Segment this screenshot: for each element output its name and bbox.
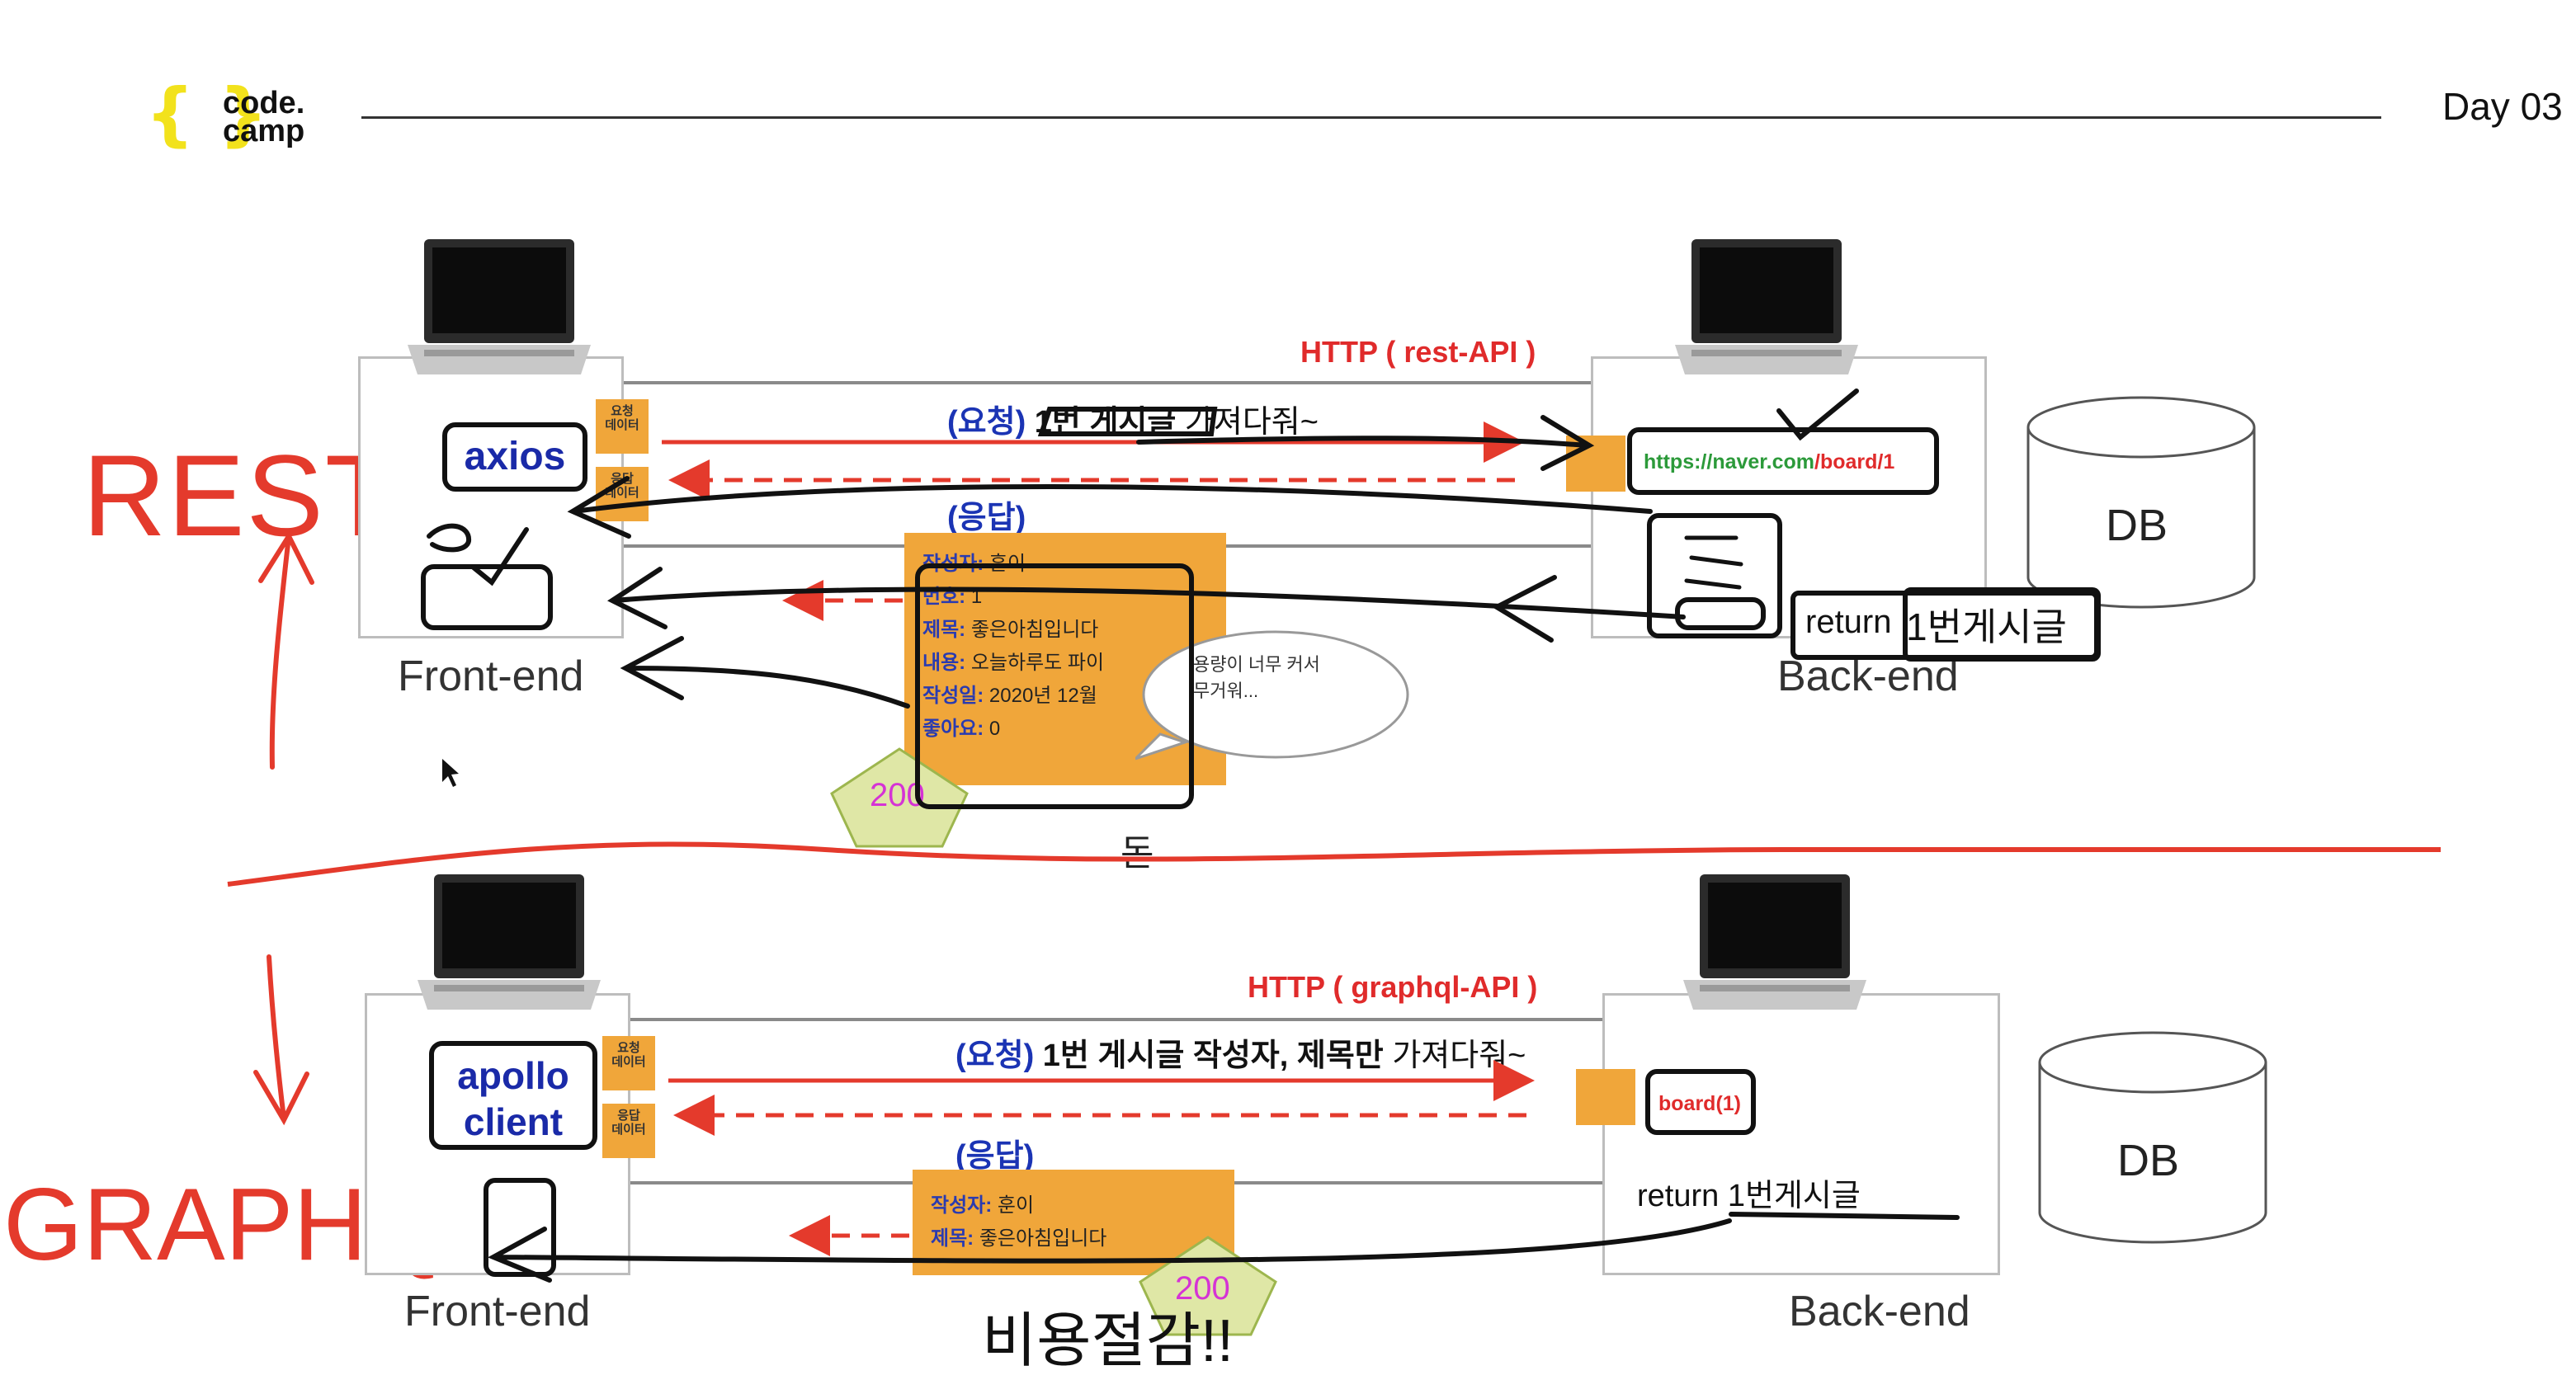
graphql-return-text: return 1번게시글 xyxy=(1637,1179,1861,1213)
rest-response-key: 내용: xyxy=(922,652,966,674)
graphql-http-label: HTTP ( graphql-API ) xyxy=(1248,970,1538,1004)
rest-response-row: 작성일: 2020년 12월 xyxy=(922,680,1226,713)
rest-return-text: return xyxy=(1805,604,1892,640)
rest-bubble-text: 용량이 너무 커서 무거워... xyxy=(1193,654,1320,701)
rest-backend-logic-box xyxy=(1647,513,1782,638)
graphql-db-icon xyxy=(2038,1031,2267,1244)
rest-response-value: 2020년 12월 xyxy=(988,685,1097,707)
rest-backend-chevron xyxy=(1491,575,1557,643)
rest-money-label: 돈 xyxy=(1121,833,1154,874)
rest-return-handdrawn-arrow xyxy=(606,567,1686,629)
graphql-endpoint-box: board(1) xyxy=(1645,1069,1756,1135)
logo-line2: camp xyxy=(223,114,305,148)
graphql-response-key: 제목: xyxy=(931,1227,974,1250)
graphql-apollo-line1: apollo xyxy=(457,1054,569,1097)
graphql-response-row: 제목: 좋은아침입니다 xyxy=(931,1222,1234,1255)
header-divider xyxy=(361,116,2381,119)
graphql-response-value: 좋은아침입니다 xyxy=(979,1227,1107,1250)
rest-axios-pill: axios xyxy=(442,422,587,492)
logo-line1: code. xyxy=(223,86,305,120)
graphql-endpoint: board(1) xyxy=(1658,1092,1741,1115)
logo-brace-icon: { } xyxy=(145,73,268,154)
up-arrow-icon xyxy=(258,530,314,770)
rest-backend-pill xyxy=(1675,597,1766,630)
graphql-response-label: (응답) xyxy=(955,1139,1035,1174)
graphql-response-data-tag: 응답 데이터 xyxy=(602,1104,655,1158)
rest-request-kw: (요청) xyxy=(947,405,1026,440)
graphql-db-label: DB xyxy=(2117,1136,2180,1185)
rest-http-label: HTTP ( rest-API ) xyxy=(1300,335,1536,369)
rest-response-value: 좋은아침입니다 xyxy=(970,619,1099,641)
rest-db-label: DB xyxy=(2106,501,2168,550)
section-divider-stroke xyxy=(227,841,2441,887)
rest-return-highlight xyxy=(1903,587,2101,662)
rest-response-key: 작성일: xyxy=(922,685,984,707)
rest-response-highlight-box xyxy=(915,563,1194,809)
rest-url-prefix: https://naver.com xyxy=(1644,450,1814,473)
graphql-status-code: 200 xyxy=(1175,1270,1230,1307)
rest-top-line xyxy=(624,381,1591,384)
rest-response-handdrawn-arrow xyxy=(567,476,1653,539)
graphql-return-handdrawn-arrow xyxy=(488,1218,1732,1283)
rest-response-row: 내용: 오늘하루도 파이 xyxy=(922,647,1226,680)
rest-status-badge xyxy=(830,747,969,848)
mouse-cursor-icon xyxy=(442,759,459,787)
rest-frontend-doodle-box xyxy=(421,564,553,630)
rest-frontend-label: Front-end xyxy=(398,652,584,700)
graphql-apollo-line2: client xyxy=(463,1100,564,1143)
rest-response-value: 오늘하루도 파이 xyxy=(970,652,1105,674)
rest-response-key: 좋아요: xyxy=(922,718,984,740)
rest-request-handdrawn-arrow xyxy=(1136,415,1595,471)
rest-response-value: 0 xyxy=(988,718,1001,740)
rest-response-row: 제목: 좋은아침입니다 xyxy=(922,614,1226,647)
rest-url: https://naver.com/board/1 xyxy=(1632,432,1934,474)
rest-backend-laptop-icon xyxy=(1675,239,1858,374)
rest-request-data-tag: 요청 데이터 xyxy=(596,399,649,454)
rest-request-highlight-box xyxy=(1037,407,1218,436)
rest-url-path: /board/1 xyxy=(1814,450,1895,473)
graphql-response-key: 작성자: xyxy=(931,1194,993,1217)
rest-frontend-check-icon xyxy=(427,523,529,586)
graphql-backend-laptop-icon xyxy=(1683,874,1866,1010)
rest-label: REST xyxy=(83,431,398,560)
rest-backend-scribble xyxy=(1684,535,1743,590)
rest-return-value: 1번게시글 xyxy=(1906,605,2067,648)
rest-data-handdrawn-arrow xyxy=(620,636,910,709)
graphql-request-kw: (요청) xyxy=(955,1038,1035,1073)
day-label: Day 03 xyxy=(2442,85,2563,128)
graphql-top-line xyxy=(630,1018,1602,1021)
graphql-frontend-doodle-box xyxy=(484,1178,556,1277)
graphql-return-underline xyxy=(1729,1212,1960,1220)
graphql-request-mid: 1번 게시글 작성자, 제목만 xyxy=(1042,1038,1384,1073)
down-arrow-icon xyxy=(253,954,309,1126)
rest-response-label: (응답) xyxy=(947,501,1026,535)
graphql-request-text: (요청) 1번 게시글 작성자, 제목만 가져다줘~ xyxy=(955,1029,1526,1075)
rest-response-row: 좋아요: 0 xyxy=(922,713,1226,746)
rest-response-key: 제목: xyxy=(922,619,966,641)
rest-frontend-laptop-icon xyxy=(408,239,591,374)
rest-url-box: https://naver.com/board/1 xyxy=(1627,427,1939,495)
graphql-backend-label: Back-end xyxy=(1789,1288,1970,1335)
graphql-request-data-tag: 요청 데이터 xyxy=(602,1036,655,1090)
graphql-response-row: 작성자: 훈이 xyxy=(931,1189,1234,1222)
graphql-response-value: 훈이 xyxy=(997,1194,1035,1217)
logo: code. camp xyxy=(223,86,305,148)
graphql-backend-endpoint-square xyxy=(1576,1069,1635,1125)
graphql-savings-label: 비용절감!! xyxy=(982,1308,1234,1374)
graphql-apollo-pill: apollo client xyxy=(429,1041,597,1150)
rest-url-check-icon xyxy=(1776,389,1859,441)
graphql-frontend-label: Front-end xyxy=(404,1288,591,1335)
graphql-frontend-laptop-icon xyxy=(418,874,601,1010)
rest-speech-bubble xyxy=(1135,630,1409,761)
rest-frontend-panel xyxy=(358,356,624,638)
